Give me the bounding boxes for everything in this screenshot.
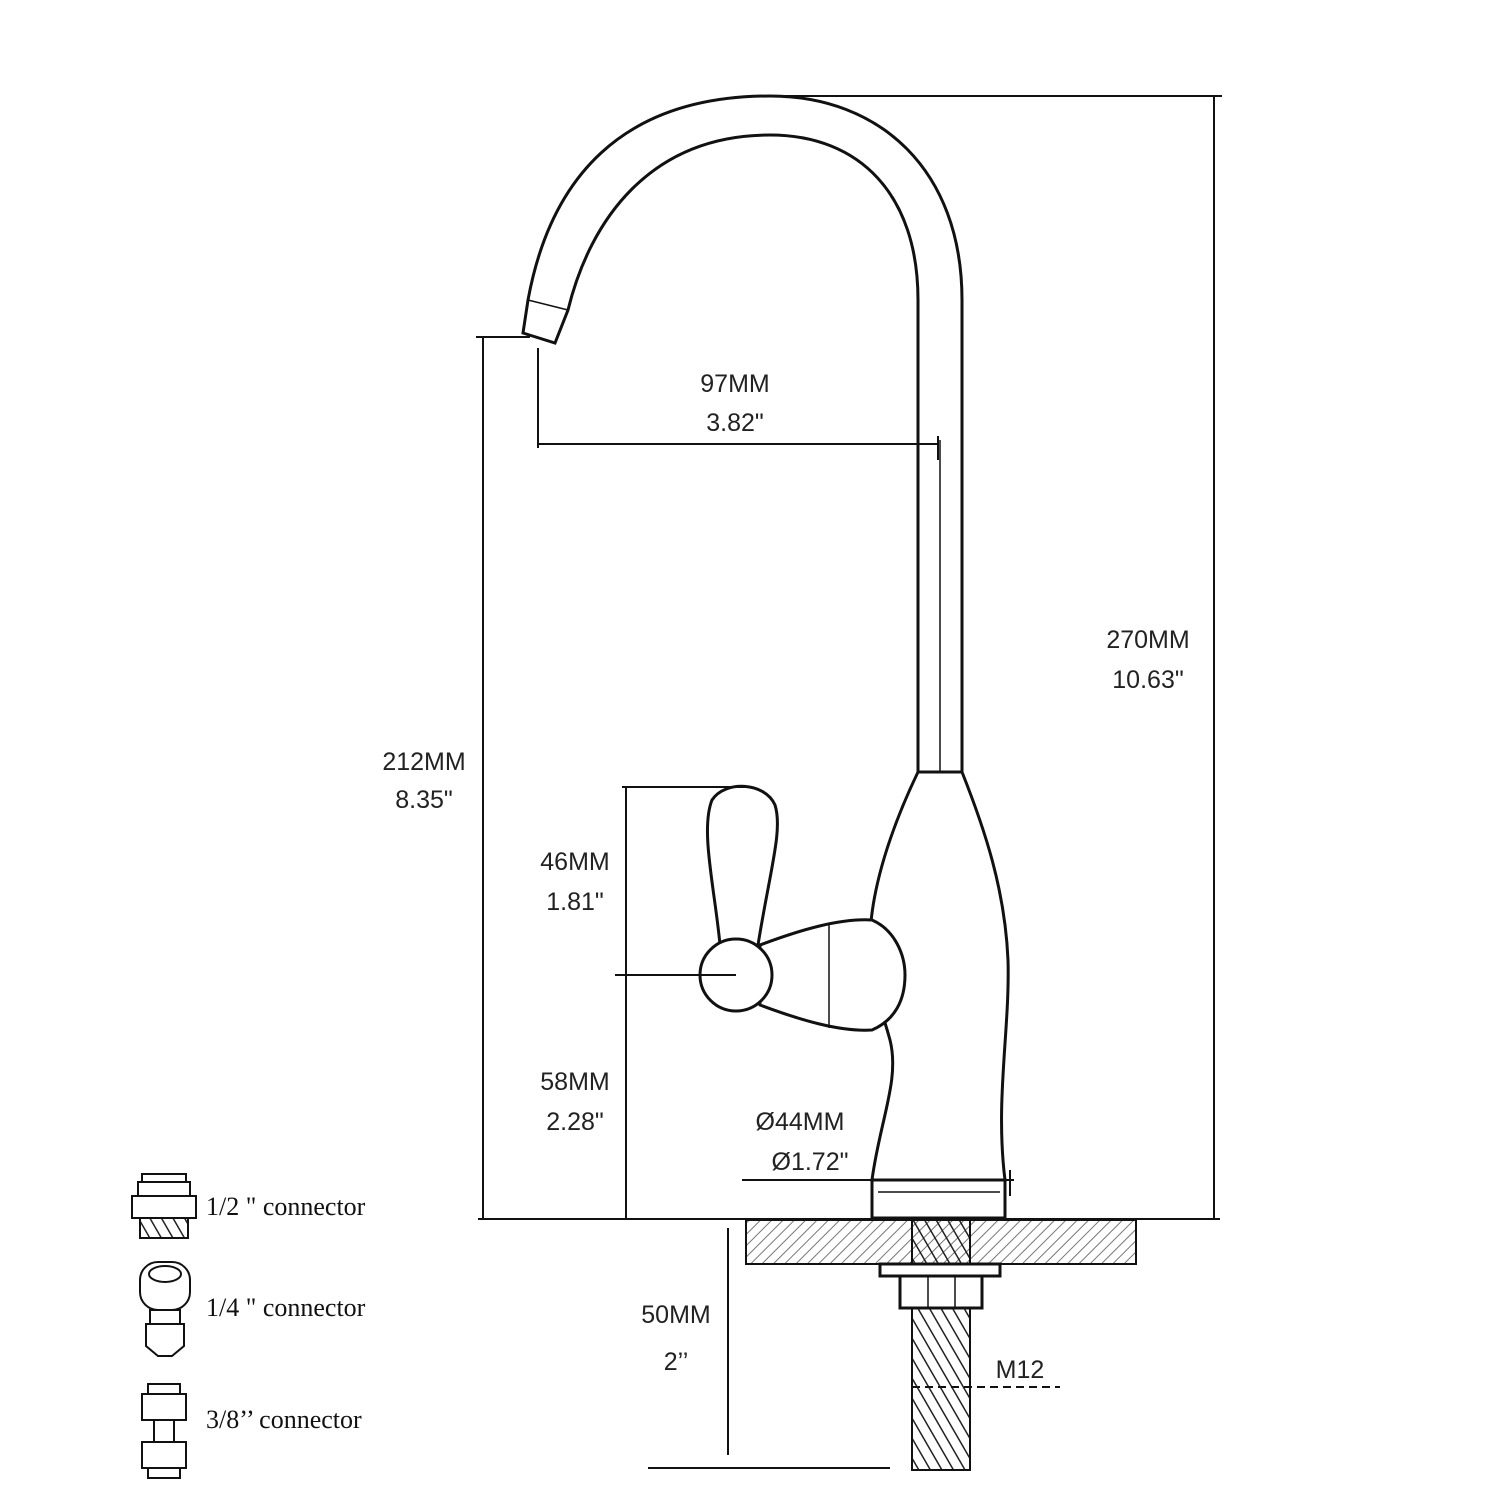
thread-size-label: M12 [996, 1356, 1045, 1384]
threaded-shank [911, 1307, 971, 1471]
base-flange [870, 1178, 1007, 1220]
connector-label-three-eighths: 3/8’’ connector [206, 1405, 362, 1434]
half-inch-connector-icon [131, 1173, 197, 1239]
spout-outer [521, 94, 964, 774]
spout-height-mm: 212MM [382, 748, 465, 776]
mounting-nut [898, 1274, 984, 1310]
quarter-inch-connector-icon [139, 1261, 191, 1357]
handle-lever [706, 784, 779, 947]
spout-height-in: 8.35" [395, 786, 453, 814]
shank-upper [911, 1219, 971, 1265]
handle-hub [758, 918, 907, 1032]
handle-base-in: 2.28" [546, 1108, 604, 1136]
connector-label-quarter-inch: 1/4 " connector [206, 1293, 366, 1322]
base-diameter-mm: Ø44MM [756, 1108, 845, 1136]
spout-reach-mm: 97MM [700, 370, 769, 398]
height-total-mm: 270MM [1106, 626, 1189, 654]
dimension-labels: 270MM 10.63" 212MM 8.35" 97MM 3.82" 46MM… [382, 370, 1189, 1384]
connector-label-half-inch: 1/2 " connector [206, 1192, 366, 1221]
faucet-drawing [521, 94, 1137, 1471]
spout-reach-in: 3.82" [706, 409, 764, 437]
height-total-in: 10.63" [1112, 666, 1183, 694]
spout-aerator-line [527, 299, 569, 311]
handle-height-mm: 46MM [540, 848, 609, 876]
dimension-lines [476, 95, 1222, 1469]
base-diameter-in: Ø1.72" [772, 1148, 849, 1176]
shank-length-mm: 50MM [641, 1301, 710, 1329]
connector-legend: 1/2 " connector 1/4 " connector 3/8’’ co… [131, 1173, 366, 1479]
shank-length-in: 2’’ [664, 1348, 689, 1376]
washer [878, 1262, 1002, 1278]
handle-base-mm: 58MM [540, 1068, 609, 1096]
three-eighths-connector-icon [141, 1383, 187, 1479]
handle-height-in: 1.81" [546, 888, 604, 916]
